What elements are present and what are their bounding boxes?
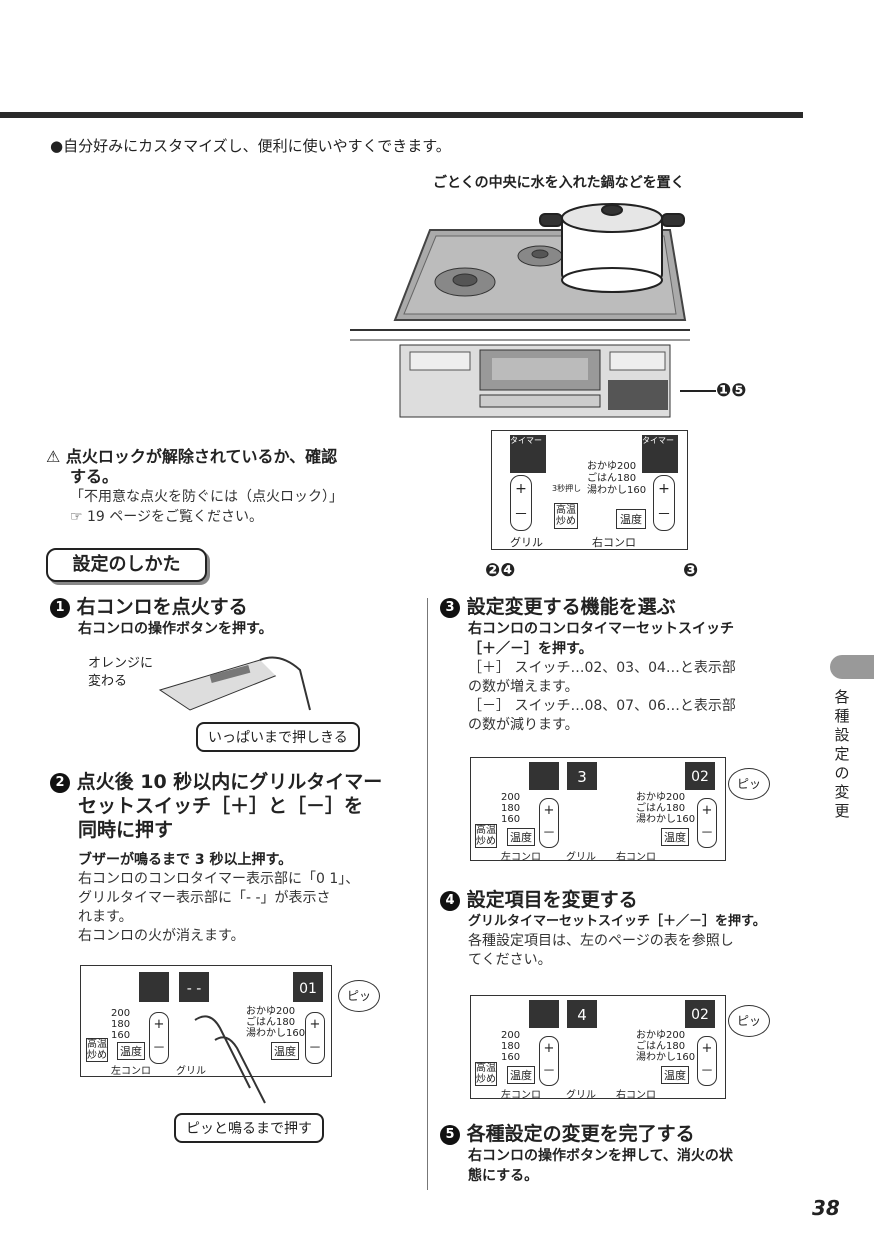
right-plus-minus[interactable]: +－ [653, 475, 675, 531]
push-full-callout: いっぱいまで押しきる [196, 722, 360, 752]
side-section-label: 各種設定の変更 [834, 688, 850, 820]
side-tab [830, 655, 874, 679]
beep-bubble: ピッ [338, 980, 380, 1012]
right-display: 01 [293, 972, 323, 1002]
markers-1-5: ❶❺ [716, 380, 747, 401]
high-temp-button[interactable]: 高温炒め [86, 1038, 108, 1062]
markers-2-4: ❷❹ [485, 560, 516, 581]
step-4: 4 設定項目を変更する グリルタイマーセットスイッチ［＋／－］を押す。 各種設定… [440, 888, 810, 970]
marker-line [680, 390, 716, 392]
center-burner [517, 245, 563, 267]
howto-heading: 設定のしかた [46, 548, 207, 582]
grill-display: - - [179, 972, 209, 1002]
intro-text: ●自分好みにカスタマイズし、便利に使いやすくできます。 [50, 137, 451, 155]
step-2: 2 点火後 10 秒以内にグリルタイマー セットスイッチ［＋］と［－］を 同時に… [50, 770, 416, 946]
grill-plus-minus[interactable]: +－ [510, 475, 532, 531]
three-sec-label: 3秒押し [552, 484, 582, 493]
warning-block: ⚠ 点火ロックが解除されているか、確認 する。 「不用意な点火を防ぐには（点火ロ… [46, 447, 343, 525]
left-burner [434, 267, 496, 297]
right-timer-display: タイマー [642, 435, 678, 473]
marker-3: ❸ [683, 560, 699, 581]
column-divider [427, 598, 428, 1190]
button-press-illustration [158, 656, 311, 711]
grill-label: グリル [510, 536, 543, 549]
high-temp-button[interactable]: 高温炒め [554, 503, 578, 529]
step-1: 1 右コンロを点火する 右コンロの操作ボタンを押す。 [50, 595, 410, 639]
orange-label: オレンジに変わる [88, 656, 154, 689]
grill-timer-display: タイマー [510, 435, 546, 473]
warning-icon: ⚠ [46, 447, 61, 466]
top-caption: ごとくの中央に水を入れた鍋などを置く [433, 175, 685, 191]
page-number: 38 [812, 1196, 840, 1220]
header-rule [0, 112, 803, 118]
temp-button[interactable]: 温度 [616, 509, 646, 529]
beep-push-callout: ピッと鳴るまで押す [174, 1113, 324, 1143]
stove-illustration [350, 203, 690, 418]
right-display: 02 [685, 1000, 715, 1028]
step-5: 5 各種設定の変更を完了する 右コンロの操作ボタンを押して、消火の状 態にする。 [440, 1122, 810, 1186]
grill-display: 3 [567, 762, 597, 790]
right-display: 02 [685, 762, 715, 790]
grill-display: 4 [567, 1000, 597, 1028]
right-burner-label: 右コンロ [592, 536, 636, 549]
temp-button[interactable]: 温度 [117, 1042, 145, 1060]
right-temp-list: おかゆ200 ごはん180 湯わかし160 [587, 461, 647, 496]
step-3: 3 設定変更する機能を選ぶ 右コンロのコンロタイマーセットスイッチ ［＋／－］を… [440, 595, 810, 735]
top-panel-detail: タイマー タイマー おかゆ200 ごはん180 湯わかし160 3秒押し 高温炒… [491, 430, 688, 550]
finger-illustration [194, 1015, 266, 1104]
pot [539, 203, 685, 293]
